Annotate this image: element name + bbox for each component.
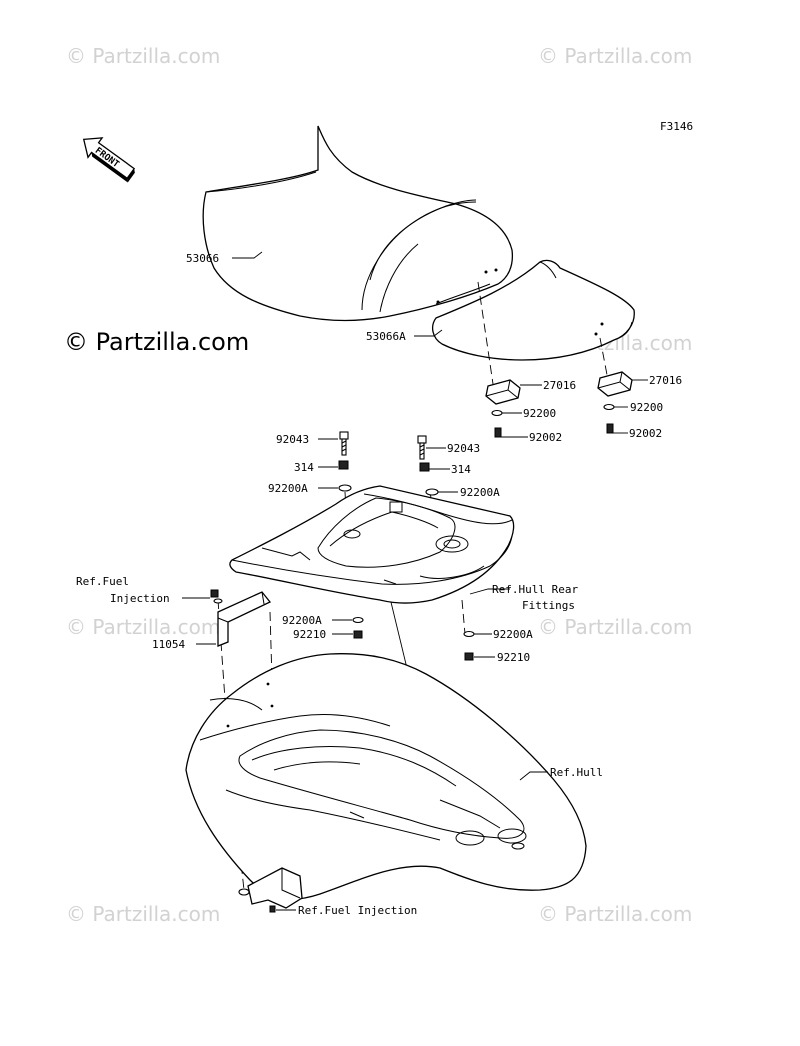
align-line-rear-fitting	[461, 599, 466, 635]
label-ref-fuel-1: Ref.Fuel	[76, 575, 129, 588]
label-92200-right: 92200	[630, 401, 663, 414]
svg-text:© Partzilla.com: © Partzilla.com	[66, 615, 220, 639]
hull	[185, 653, 587, 900]
label-92210-right: 92210	[497, 651, 530, 664]
watermark-bottom-right: © Partzilla.com	[538, 902, 692, 926]
nut-314-left	[338, 460, 349, 470]
seat-rear	[431, 259, 635, 361]
label-92210-left: 92210	[293, 628, 326, 641]
nut-92210-left	[353, 630, 363, 639]
washer-92200a-mid-right	[463, 630, 475, 638]
watermark-lower-right: © Partzilla.com	[538, 615, 692, 639]
watermark-top-left: © Partzilla.com	[66, 44, 220, 68]
washer-92200-left	[491, 409, 503, 417]
label-314-right: 314	[451, 463, 471, 476]
label-92002-left: 92002	[529, 431, 562, 444]
label-314-left: 314	[294, 461, 314, 474]
bracket-11054	[217, 591, 272, 647]
label-ref-hull-rear-2: Fittings	[522, 599, 575, 612]
svg-text:© Partzilla.com: © Partzilla.com	[538, 902, 692, 926]
bolt-92043-right	[417, 435, 427, 460]
washer-92200-right	[603, 403, 615, 411]
watermark-top-right: © Partzilla.com	[538, 44, 692, 68]
align-line-right-seat	[599, 337, 609, 381]
svg-text:© Partzilla.com: © Partzilla.com	[538, 615, 692, 639]
nut-314-right	[419, 462, 430, 472]
label-ref-hull: Ref.Hull	[550, 766, 603, 779]
svg-text:© Partzilla.com: © Partzilla.com	[66, 902, 220, 926]
label-27016-right: 27016	[649, 374, 682, 387]
bracket-27016-left	[485, 379, 521, 405]
hull-rear-fittings	[229, 485, 515, 604]
align-line-left-seat	[477, 281, 494, 385]
label-53066a: 53066A	[366, 330, 406, 343]
label-92002-right: 92002	[629, 427, 662, 440]
screw-92002-right	[606, 423, 614, 434]
leader-lines	[182, 251, 648, 911]
svg-text:© Partzilla.com: © Partzilla.com	[538, 44, 692, 68]
washer-92200a-mid-left	[352, 616, 364, 624]
label-27016-left: 27016	[543, 379, 576, 392]
label-92200-left: 92200	[523, 407, 556, 420]
watermark-bottom-left: © Partzilla.com	[66, 902, 220, 926]
label-92043-right: 92043	[447, 442, 480, 455]
svg-text:© Partzilla.com: © Partzilla.com	[66, 44, 220, 68]
figure-code: F3146	[660, 120, 693, 133]
bracket-27016-right	[597, 371, 633, 397]
bracket-fuel-injection-bottom	[238, 867, 303, 913]
bolt-92043-left	[339, 431, 349, 456]
label-92200a-top-right: 92200A	[460, 486, 500, 499]
seat-main	[202, 125, 514, 322]
label-92200a-mid-right: 92200A	[493, 628, 533, 641]
label-ref-hull-rear-1: Ref.Hull Rear	[492, 583, 578, 596]
washer-92200a-top-right	[425, 488, 439, 496]
label-53066: 53066	[186, 252, 219, 265]
nut-92210-right	[464, 652, 474, 661]
front-arrow-icon: FRONT	[82, 137, 136, 183]
label-92043-left: 92043	[276, 433, 309, 446]
label-92200a-top-left: 92200A	[268, 482, 308, 495]
label-ref-fuel-2: Injection	[110, 592, 170, 605]
screw-92002-left	[494, 427, 502, 438]
washer-92200a-top-left	[338, 484, 352, 492]
label-11054: 11054	[152, 638, 185, 651]
bolt-fuel-ref-top	[210, 589, 223, 604]
label-92200a-mid-left: 92200A	[282, 614, 322, 627]
label-ref-fuel-bottom: Ref.Fuel Injection	[298, 904, 417, 917]
watermark-main: © Partzilla.com	[64, 328, 249, 356]
watermark-lower-left: © Partzilla.com	[66, 615, 220, 639]
